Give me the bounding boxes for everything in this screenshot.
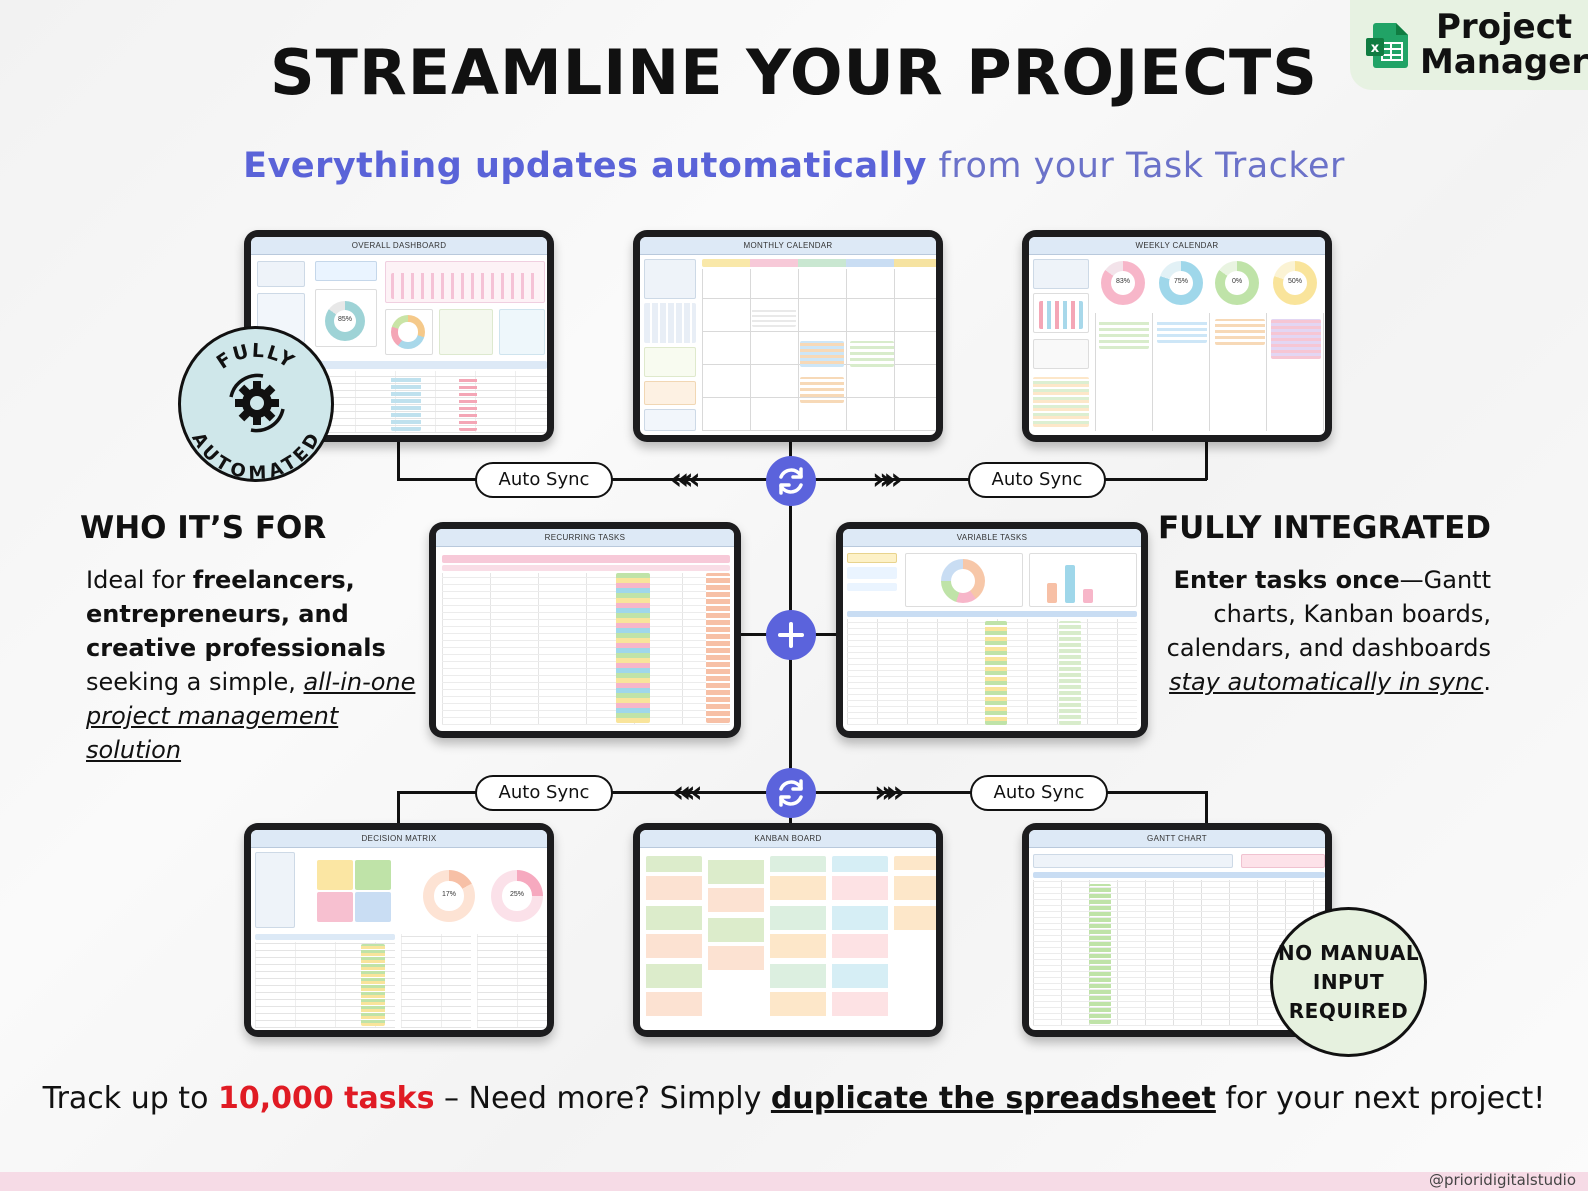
svg-text:FULLY: FULLY xyxy=(213,340,299,374)
sync-hub-top xyxy=(766,456,816,506)
refresh-icon xyxy=(779,779,803,807)
subtitle-rest: from your Task Tracker xyxy=(938,146,1345,186)
badge-text-fully: FULLY xyxy=(213,340,297,374)
fully-integrated-body: Enter tasks once—Gantt charts, Kanban bo… xyxy=(1166,566,1491,696)
svg-text:AUTOMATED: AUTOMATED xyxy=(187,429,324,479)
screen-title: OVERALL DASHBOARD xyxy=(251,237,547,255)
tablet-variable-tasks: VARIABLE TASKS xyxy=(836,522,1148,738)
fully-automated-badge: FULLY AUTOMATED xyxy=(178,326,334,482)
subtitle-highlight: Everything updates automatically xyxy=(243,146,927,186)
tablet-kanban-board: KANBAN BOARD xyxy=(633,823,943,1037)
auto-sync-pill-top-right: Auto Sync xyxy=(968,462,1106,498)
who-its-for-body: Ideal for freelancers, entrepreneurs, an… xyxy=(86,566,416,764)
screen-title: WEEKLY CALENDAR xyxy=(1029,237,1325,255)
auto-sync-pill-bottom-left: Auto Sync xyxy=(475,775,613,811)
chevrons-left-bottom: «« xyxy=(672,775,703,810)
gear-icon xyxy=(225,371,289,435)
integration-hub-plus xyxy=(766,610,816,660)
credit-handle: @prioridigitalstudio xyxy=(1428,1171,1576,1189)
chevrons-right-bottom: »» xyxy=(874,775,905,810)
plus-icon xyxy=(778,622,804,648)
screen-title: DECISION MATRIX xyxy=(251,830,547,848)
google-sheets-icon: x xyxy=(1366,21,1410,69)
no-manual-input-badge: NO MANUAL INPUT REQUIRED xyxy=(1270,907,1427,1057)
page-subtitle: Everything updates automatically from yo… xyxy=(0,146,1588,186)
chevrons-right-top: »» xyxy=(872,462,903,497)
badge-text-automated: AUTOMATED xyxy=(187,429,323,479)
footer-tagline: Track up to 10,000 tasks – Need more? Si… xyxy=(42,1081,1546,1116)
screen-title: GANTT CHART xyxy=(1029,830,1325,848)
page-title: STREAMLINE YOUR PROJECTS xyxy=(270,36,1318,109)
refresh-icon xyxy=(779,467,803,495)
chevrons-left-top: «« xyxy=(670,462,701,497)
sync-hub-bottom xyxy=(766,768,816,818)
tablet-weekly-calendar: WEEKLY CALENDAR 83% 75% 0% 50% xyxy=(1022,230,1332,442)
screen-title: VARIABLE TASKS xyxy=(843,529,1141,547)
fully-integrated-heading: FULLY INTEGRATED xyxy=(1157,510,1491,546)
svg-text:x: x xyxy=(1371,41,1380,56)
tablet-recurring-tasks: RECURRING TASKS xyxy=(429,522,741,738)
tablet-decision-matrix: DECISION MATRIX 17% 25% xyxy=(244,823,554,1037)
brand-badge: x Project Manager xyxy=(1350,0,1588,90)
brand-name: Project Manager xyxy=(1420,7,1588,82)
screen-title: MONTHLY CALENDAR xyxy=(640,237,936,255)
screen-title: RECURRING TASKS xyxy=(436,529,734,547)
screen-title: KANBAN BOARD xyxy=(640,830,936,848)
auto-sync-pill-bottom-right: Auto Sync xyxy=(970,775,1108,811)
who-its-for-heading: WHO IT’S FOR xyxy=(80,510,327,546)
bottom-band xyxy=(0,1172,1588,1191)
auto-sync-pill-top-left: Auto Sync xyxy=(475,462,613,498)
tablet-monthly-calendar: MONTHLY CALENDAR xyxy=(633,230,943,442)
